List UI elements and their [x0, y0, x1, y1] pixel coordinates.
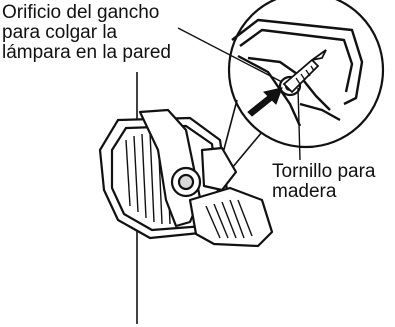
adjustment-knob-icon	[170, 166, 202, 198]
hook-hole-label-line: Orificio del gancho	[2, 2, 160, 23]
insert-arrow-icon	[247, 87, 283, 117]
wood-screw-label: Tornillo para madera	[272, 162, 376, 202]
hook-label-leader-line	[177, 27, 283, 83]
screw-label-leader-line	[297, 87, 301, 161]
wood-screw-icon	[282, 49, 327, 94]
detail-bracket	[231, 18, 364, 127]
hook-hole-label-line: lámpara en la pared	[2, 42, 171, 63]
wood-screw-label-line: Tornillo para	[272, 161, 376, 182]
hook-hole-label: Orificio del gancho para colgar la lámpa…	[2, 3, 171, 63]
hook-hole-label-line: para colgar la	[2, 22, 118, 43]
wood-screw-label-line: madera	[272, 181, 337, 202]
